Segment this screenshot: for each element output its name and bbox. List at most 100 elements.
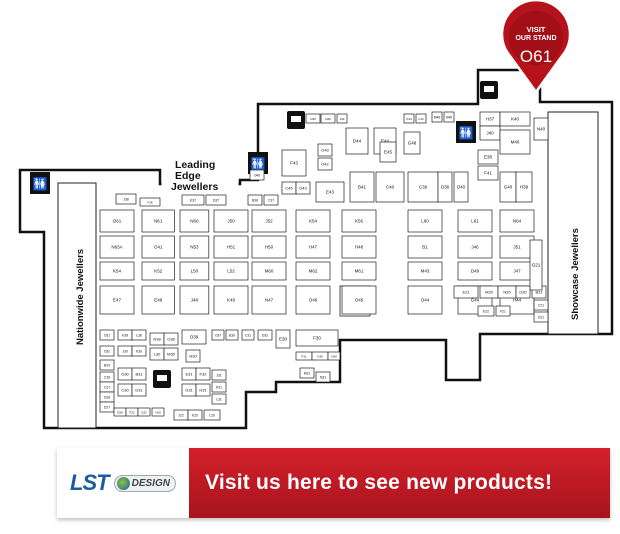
stand-h47[interactable]: H47 [295, 235, 331, 259]
stand-f32[interactable]: F32 [195, 367, 211, 381]
stand-d37[interactable]: D37 [205, 194, 227, 206]
stand-f41[interactable]: F41 [477, 165, 499, 181]
stand-g30[interactable]: G30 [311, 351, 329, 361]
stand-m46[interactable]: M46 [431, 111, 443, 123]
stand-l20[interactable]: L20 [203, 409, 221, 421]
stand-o40[interactable]: O40 [249, 169, 265, 181]
stand-l60[interactable]: L60 [407, 209, 443, 233]
stand-h50[interactable]: H50 [251, 235, 287, 259]
stand-n40[interactable]: N40 [533, 117, 549, 141]
visit-stand-pin[interactable]: VISIT OUR STAND O61 [500, 0, 572, 95]
stand-h40[interactable]: H40 [320, 113, 336, 124]
stand-o41[interactable]: O41 [141, 235, 175, 259]
stand-e45[interactable]: E45 [379, 141, 397, 163]
stand-k44[interactable]: K44 [403, 113, 415, 124]
stand-e31[interactable]: E31 [181, 367, 197, 381]
stand-d28[interactable]: D28 [99, 391, 115, 403]
stand-m61[interactable]: M61 [341, 261, 377, 281]
promo-banner[interactable]: LST DESIGN Visit us here to see new prod… [57, 448, 610, 518]
stand-c31[interactable]: C31 [241, 329, 255, 341]
stand-b41[interactable]: B41 [349, 171, 375, 203]
stand-l38[interactable]: L38 [131, 329, 147, 341]
stand-o61[interactable]: O61 [99, 209, 135, 233]
stand-k54[interactable]: K54 [295, 209, 331, 233]
stand-l61[interactable]: L61 [457, 209, 493, 233]
stand-m43[interactable]: M43 [407, 261, 443, 281]
stand-m30[interactable]: M30 [163, 347, 179, 361]
stand-e21[interactable]: E21 [453, 285, 479, 299]
stand-d43[interactable]: D43 [295, 181, 311, 195]
stand-j43[interactable]: J43 [336, 113, 348, 124]
stand-e47[interactable]: E47 [99, 285, 135, 315]
stand-n30[interactable]: N30 [185, 349, 201, 363]
stand-l50[interactable]: L50 [179, 261, 210, 281]
stand-l30[interactable]: L30 [149, 347, 165, 361]
stand-o32[interactable]: O32 [99, 345, 115, 357]
stand-j46[interactable]: J46 [457, 235, 493, 259]
stand-l52[interactable]: L52 [213, 261, 249, 281]
stand-j30[interactable]: J30 [117, 345, 133, 357]
stand-g40[interactable]: G40 [499, 171, 517, 203]
stand-j50[interactable]: J50 [213, 209, 249, 233]
stand-o30[interactable]: O30 [117, 367, 133, 381]
stand-b29[interactable]: B29 [99, 359, 115, 371]
stand-h48[interactable]: H48 [341, 235, 377, 259]
stand-m40[interactable]: M40 [499, 129, 531, 155]
stand-k31[interactable]: K31 [211, 381, 227, 393]
stand-d36[interactable]: D36 [437, 171, 453, 203]
stand-n53[interactable]: N53 [179, 235, 210, 259]
cta-panel[interactable]: Visit us here to see new products! [189, 448, 610, 518]
showcase-hall[interactable] [547, 111, 599, 335]
stand-b30[interactable]: B30 [225, 329, 239, 341]
stand-k20[interactable]: K20 [187, 409, 203, 421]
stand-n20[interactable]: N20 [497, 285, 517, 299]
stand-d32[interactable]: D32 [257, 329, 273, 341]
stand-b38[interactable]: B38 [247, 194, 263, 206]
stand-o46[interactable]: O46 [295, 285, 331, 315]
stand-j38[interactable]: J38 [115, 193, 137, 205]
stand-b1[interactable]: B1 [407, 235, 443, 259]
stand-h31[interactable]: H31 [195, 383, 211, 397]
stand-f22[interactable]: F22 [125, 407, 139, 417]
stand-d49[interactable]: D49 [457, 261, 493, 281]
stand-f31[interactable]: F31 [295, 351, 313, 361]
stand-n38[interactable]: N38 [149, 332, 165, 346]
stand-d31[interactable]: D31 [131, 383, 147, 397]
stand-m20[interactable]: M20 [479, 285, 499, 299]
stand-k38[interactable]: K38 [117, 329, 133, 341]
stand-f30[interactable]: F30 [295, 329, 339, 347]
stand-k56[interactable]: K56 [341, 209, 377, 233]
stand-e28[interactable]: E28 [113, 407, 127, 417]
stand-o20[interactable]: O20 [515, 285, 531, 299]
stand-j22[interactable]: J22 [173, 409, 189, 421]
stand-k52[interactable]: K52 [141, 261, 175, 281]
stand-m60[interactable]: M60 [251, 261, 287, 281]
stand-l44[interactable]: L44 [415, 113, 427, 124]
stand-e37[interactable]: E37 [181, 194, 205, 206]
stand-d21[interactable]: D21 [533, 311, 549, 323]
stand-o39[interactable]: O39 [181, 329, 207, 345]
stand-e48[interactable]: E48 [141, 285, 175, 315]
stand-o31[interactable]: O31 [99, 329, 115, 341]
company-logo[interactable]: LST DESIGN [57, 448, 189, 518]
stand-j51[interactable]: J51 [499, 235, 535, 259]
stand-m62[interactable]: M62 [295, 261, 331, 281]
stand-n46[interactable]: N46 [443, 111, 455, 123]
stand-e38[interactable]: E38 [477, 149, 499, 165]
stand-g48[interactable]: G48 [403, 131, 421, 155]
stand-o37[interactable]: O37 [211, 329, 225, 341]
stand-o43[interactable]: O43 [317, 143, 333, 157]
stand-n61[interactable]: N61 [141, 209, 175, 233]
stand-h30[interactable]: H30 [327, 351, 341, 361]
stand-l31[interactable]: L31 [211, 393, 227, 405]
stand-d27[interactable]: D27 [99, 401, 115, 413]
stand-j52[interactable]: J52 [251, 209, 287, 233]
stand-g21[interactable]: G21 [529, 239, 543, 291]
stand-j48[interactable]: J48 [179, 285, 210, 315]
stand-k54[interactable]: K54 [99, 261, 135, 281]
stand-b31[interactable]: B31 [131, 367, 147, 381]
stand-o45[interactable]: O45 [341, 285, 377, 315]
stand-k30[interactable]: K30 [131, 345, 147, 357]
stand-f21[interactable]: F21 [495, 305, 511, 317]
stand-f38[interactable]: F38 [139, 197, 161, 207]
